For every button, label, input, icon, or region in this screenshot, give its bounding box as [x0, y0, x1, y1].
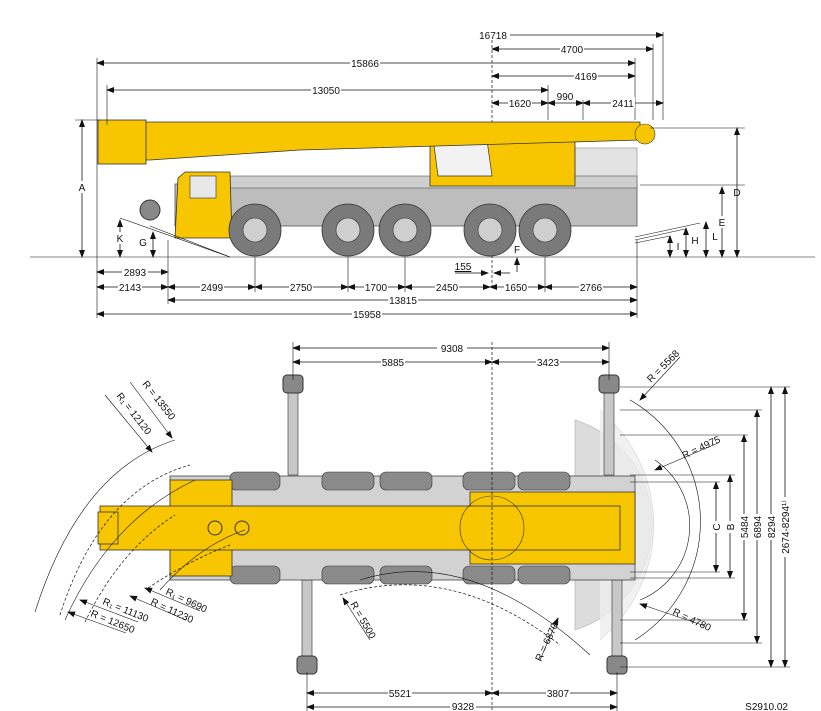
dim-2750: 2750 [290, 283, 313, 294]
dim-outrigger-range: 2674-8294¹⁾ [781, 500, 792, 554]
radius-13550: R = 13550 [140, 379, 178, 423]
crane-side-illustration [97, 119, 656, 257]
driver-cab [174, 171, 233, 239]
dim-2143: 2143 [119, 283, 142, 294]
dim-15958: 15958 [353, 310, 381, 321]
dim-1620: 1620 [509, 99, 532, 110]
radius-4780: R = 4780 [671, 607, 713, 634]
label-B: B [726, 523, 737, 530]
dim-13815: 13815 [389, 296, 417, 307]
label-I: I [677, 242, 680, 253]
dim-5484: 5484 [740, 515, 751, 538]
dim-2411: 2411 [612, 99, 634, 110]
cab-window [189, 175, 217, 199]
dim-2893: 2893 [124, 268, 147, 279]
dim-2499: 2499 [201, 283, 224, 294]
dim-3807: 3807 [547, 689, 570, 700]
boom-head [97, 119, 147, 165]
tyres-plan [229, 471, 571, 585]
dim-990: 990 [557, 92, 574, 103]
label-H: H [691, 236, 698, 247]
dim-9328: 9328 [452, 702, 475, 711]
dim-1700: 1700 [365, 283, 388, 294]
side-view: 16718 4700 15866 4169 13050 1620 990 241… [30, 29, 815, 321]
dim-155: 155 [455, 262, 472, 273]
dim-15866: 15866 [351, 59, 379, 70]
label-D: D [733, 188, 740, 199]
outriggers [282, 374, 628, 675]
label-G: G [139, 238, 147, 249]
label-C: C [712, 523, 723, 530]
outrigger-pad [296, 655, 318, 675]
dim-8294: 8294 [767, 515, 778, 538]
drawing-code: S2910.02 [745, 702, 788, 711]
dim-2766: 2766 [580, 283, 603, 294]
dim-5521: 5521 [389, 689, 412, 700]
dim-2450: 2450 [436, 283, 459, 294]
boom-plan [99, 505, 621, 551]
dim-6894: 6894 [753, 515, 764, 538]
radius-5500: R = 5500 [347, 600, 377, 641]
label-E: E [719, 218, 726, 229]
radius-12120: R₁ = 12120 [114, 391, 154, 437]
dim-3423: 3423 [537, 358, 560, 369]
hook-block [634, 123, 656, 145]
dim-16718: 16718 [479, 31, 507, 42]
dim-4700: 4700 [561, 45, 584, 56]
outrigger-pad [606, 655, 628, 675]
label-A: A [79, 183, 86, 194]
dim-5885: 5885 [382, 358, 405, 369]
radius-5568: R = 5568 [645, 348, 682, 385]
radius-6870: R = 6870 [534, 621, 561, 663]
plan-view: 9308 5885 3423 5521 3807 9328 C [34, 342, 792, 711]
label-F: F [514, 245, 520, 256]
radius-4975: R = 4975 [681, 434, 723, 461]
dim-1650: 1650 [505, 283, 528, 294]
label-L: L [712, 232, 718, 243]
dim-9308: 9308 [441, 344, 464, 355]
dim-4169: 4169 [575, 72, 598, 83]
dim-13050: 13050 [312, 86, 340, 97]
boom-head-plan [97, 511, 119, 545]
label-K: K [117, 234, 124, 245]
hook-block-stowed [139, 199, 161, 221]
